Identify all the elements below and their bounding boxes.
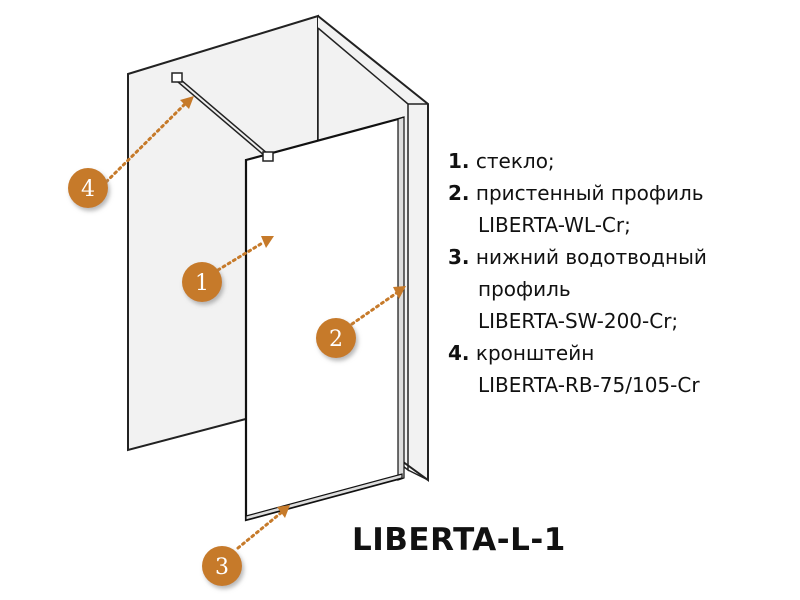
- callout-badge-3: 3: [202, 546, 242, 586]
- arrowhead-3: [277, 505, 290, 518]
- side-wall-thickness: [407, 103, 429, 481]
- legend-text: LIBERTA-SW-200-Cr;: [478, 309, 679, 333]
- pointer-2: [350, 290, 400, 326]
- glass-panel: [244, 116, 404, 522]
- legend-item-4: 4. кронштейн LIBERTA-RB-75/105-Cr: [448, 337, 788, 401]
- legend-text: LIBERTA-RB-75/105-Cr: [478, 373, 700, 397]
- bracket: [171, 72, 274, 162]
- pointer-3: [236, 510, 284, 550]
- legend-text: профиль: [478, 277, 571, 301]
- svg-text:1: 1: [195, 271, 209, 296]
- model-title: LIBERTA-L-1: [352, 522, 566, 558]
- legend-item-2: 2. пристенный профиль LIBERTA-WL-Cr;: [448, 177, 788, 241]
- legend-text: нижний водотводный: [475, 245, 707, 269]
- arrowhead-1: [261, 236, 274, 248]
- svg-text:3: 3: [215, 555, 229, 580]
- pointer-4: [100, 101, 188, 188]
- legend-number: 1.: [448, 149, 470, 173]
- callout-badge-2: 2: [316, 318, 356, 358]
- legend-text: пристенный профиль: [475, 181, 704, 205]
- arrowhead-2: [393, 286, 406, 299]
- arrowhead-4: [180, 96, 194, 109]
- legend-number: 4.: [448, 341, 470, 365]
- pointer-1: [216, 240, 266, 272]
- svg-text:4: 4: [81, 177, 95, 202]
- callout-badge-4: 4: [68, 168, 108, 208]
- parts-legend: 1. стекло; 2. пристенный профиль LIBERTA…: [448, 145, 788, 401]
- legend-text: LIBERTA-WL-Cr;: [478, 213, 631, 237]
- legend-item-1: 1. стекло;: [448, 145, 788, 177]
- callout-badge-1: 1: [182, 262, 222, 302]
- legend-text: кронштейн: [475, 341, 595, 365]
- svg-text:2: 2: [329, 327, 343, 352]
- wall-profile: [397, 116, 405, 481]
- legend-number: 3.: [448, 245, 470, 269]
- legend-number: 2.: [448, 181, 470, 205]
- legend-item-3: 3. нижний водотводный профиль LIBERTA-SW…: [448, 241, 788, 337]
- legend-text: стекло;: [475, 149, 555, 173]
